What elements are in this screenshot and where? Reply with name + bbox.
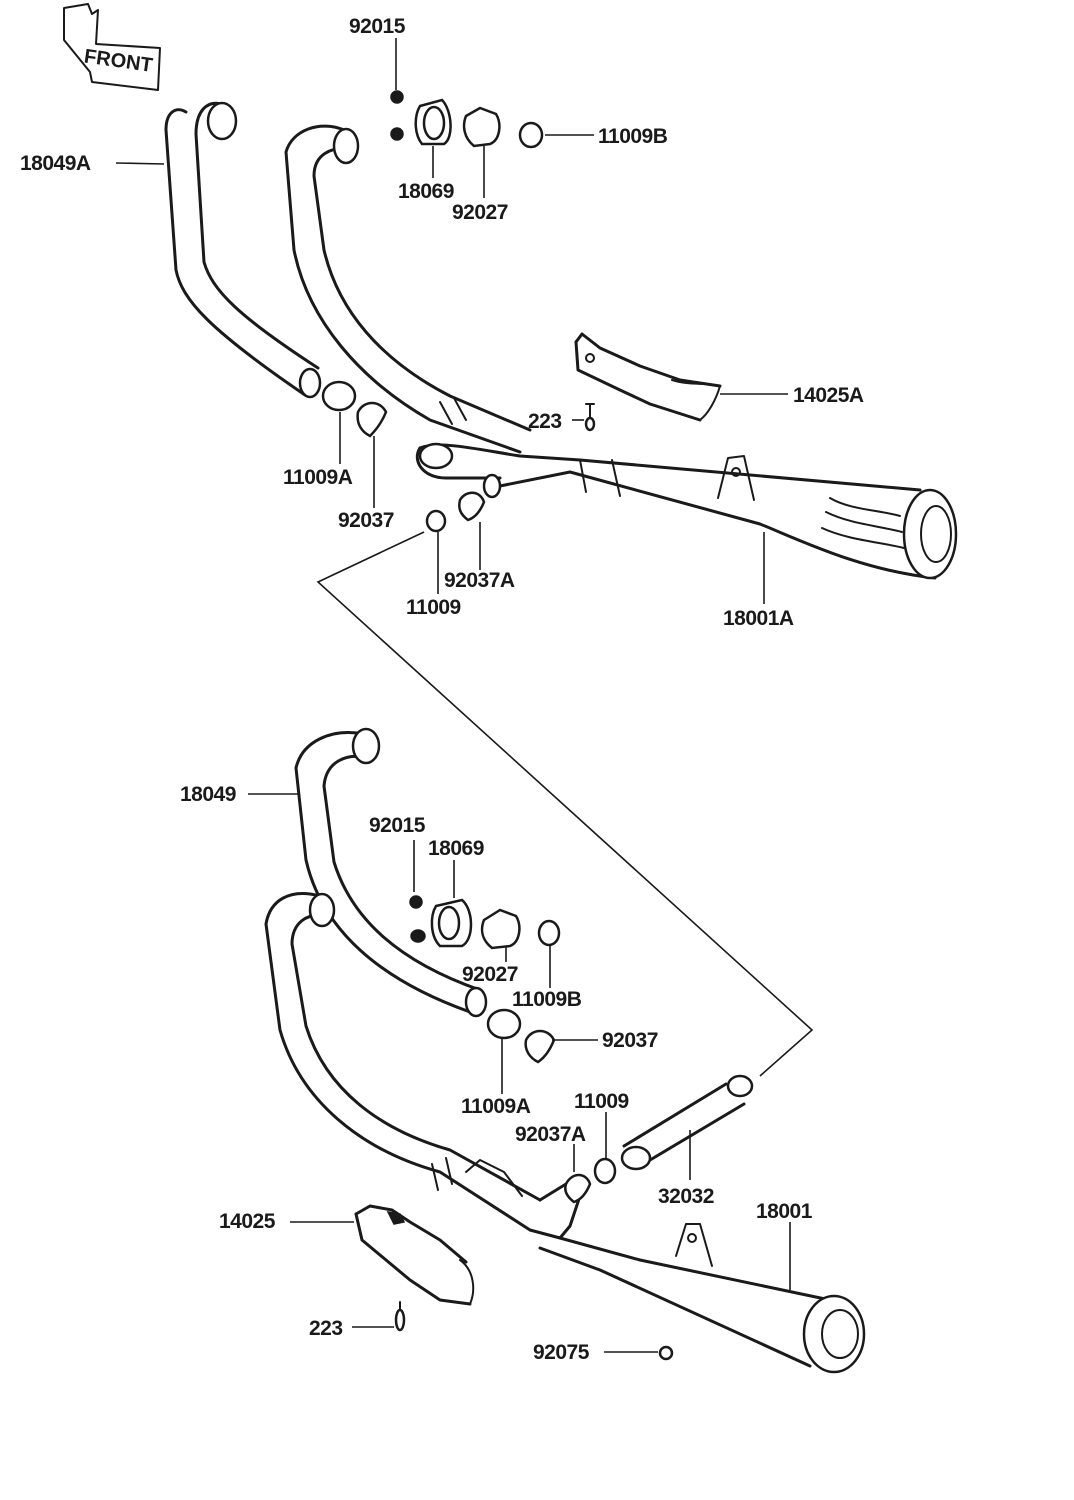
part-label-18001: 18001 bbox=[756, 1200, 812, 1223]
part-label-92015-top: 92015 bbox=[349, 15, 405, 38]
part-label-223-bottom: 223 bbox=[309, 1317, 343, 1340]
part-label-18049: 18049 bbox=[180, 783, 236, 806]
top-exhaust-assembly bbox=[115, 38, 958, 1077]
part-label-11009-bottom: 11009 bbox=[574, 1090, 629, 1113]
part-label-11009B-bottom: 11009B bbox=[512, 988, 582, 1011]
part-label-14025A: 14025A bbox=[793, 384, 864, 407]
part-label-18069-top: 18069 bbox=[398, 180, 454, 203]
part-label-92075: 92075 bbox=[533, 1341, 589, 1364]
part-label-92037-bottom: 92037 bbox=[602, 1029, 658, 1052]
part-label-92037A-top: 92037A bbox=[444, 569, 515, 592]
part-label-11009A-top: 11009A bbox=[283, 466, 353, 489]
front-badge-text: FRONT bbox=[83, 45, 154, 76]
front-arrow-badge: FRONT bbox=[63, 3, 161, 91]
part-label-223-top: 223 bbox=[528, 410, 562, 433]
part-label-92037A-bottom: 92037A bbox=[515, 1123, 586, 1146]
part-label-18001A: 18001A bbox=[723, 607, 794, 630]
part-label-18049A: 18049A bbox=[20, 152, 91, 175]
part-label-11009A-bottom: 11009A bbox=[461, 1095, 531, 1118]
part-label-92027-bottom: 92027 bbox=[462, 963, 518, 986]
part-label-14025: 14025 bbox=[219, 1210, 275, 1233]
part-label-32032: 32032 bbox=[658, 1185, 714, 1208]
part-label-92027-top: 92027 bbox=[452, 201, 508, 224]
part-label-92037-top: 92037 bbox=[338, 509, 394, 532]
part-label-11009-top: 11009 bbox=[406, 596, 461, 619]
part-label-92015-bottom: 92015 bbox=[369, 814, 425, 837]
bottom-exhaust-assembly bbox=[248, 727, 866, 1374]
part-label-11009B-top: 11009B bbox=[598, 125, 668, 148]
part-label-18069-bottom: 18069 bbox=[428, 837, 484, 860]
